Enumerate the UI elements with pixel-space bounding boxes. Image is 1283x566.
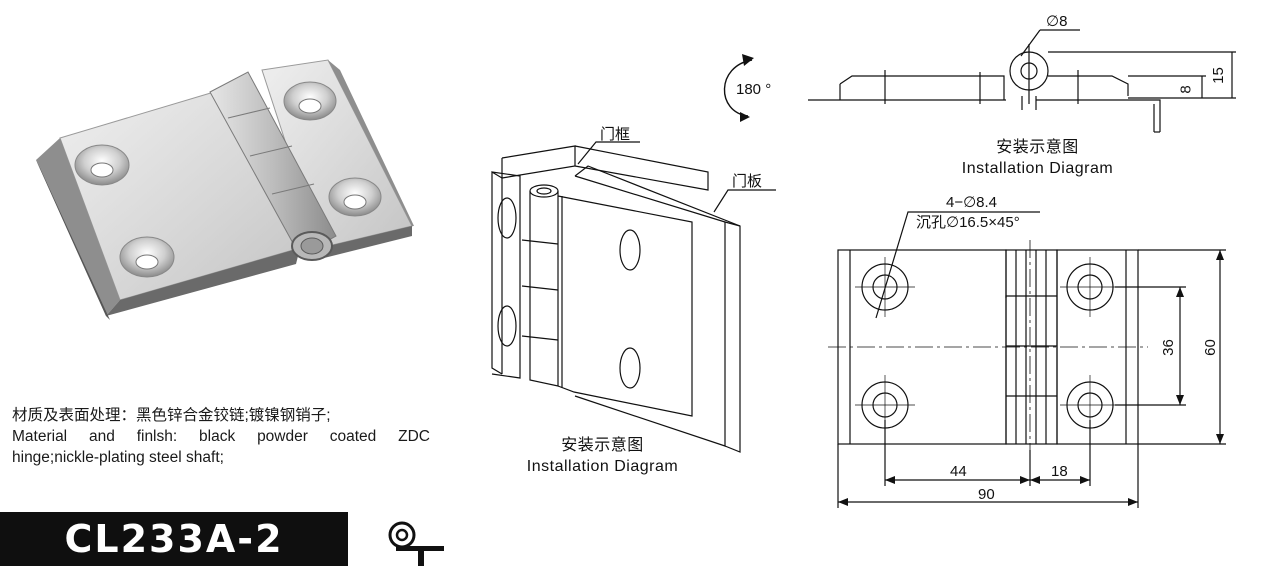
hinge-left-plate-edge bbox=[36, 138, 120, 316]
caption-cn: 安装示意图 bbox=[561, 437, 644, 454]
caption-en: Installation Diagram bbox=[961, 160, 1114, 177]
hinge-knuckle bbox=[209, 71, 337, 257]
rotation-label: 180 ° bbox=[736, 81, 772, 98]
caption-installation-2: 安装示意图 Installation Diagram bbox=[935, 137, 1140, 179]
dim-44: 44 bbox=[950, 463, 967, 480]
dim-countersink: 沉孔∅16.5×45° bbox=[916, 214, 1020, 231]
material-en-2: hinge;nickle-plating steel shaft; bbox=[12, 449, 224, 466]
model-number: CL233A-2 bbox=[64, 517, 284, 561]
label-door-panel: 门板 bbox=[732, 173, 763, 190]
model-number-box: CL233A-2 bbox=[0, 512, 348, 566]
caption-en: Installation Diagram bbox=[526, 458, 679, 475]
dim-diameter-8: ∅8 bbox=[1046, 13, 1068, 30]
label-door-frame: 门框 bbox=[600, 126, 631, 143]
dim-18: 18 bbox=[1051, 463, 1068, 480]
dim-holes: 4−∅8.4 bbox=[946, 194, 998, 211]
caption-installation-1: 安装示意图 Installation Diagram bbox=[500, 435, 705, 477]
dim-90: 90 bbox=[978, 486, 995, 503]
caption-cn: 安装示意图 bbox=[996, 139, 1079, 156]
hinge-left-plate-front bbox=[106, 248, 300, 316]
material-cn: 材质及表面处理：黑色锌合金铰链;镀镍钢销子; bbox=[12, 407, 331, 424]
material-description: 材质及表面处理：黑色锌合金铰链;镀镍钢销子; Material and finl… bbox=[12, 405, 430, 468]
material-en-1: Material and finlsh: black powder coated… bbox=[12, 428, 430, 445]
